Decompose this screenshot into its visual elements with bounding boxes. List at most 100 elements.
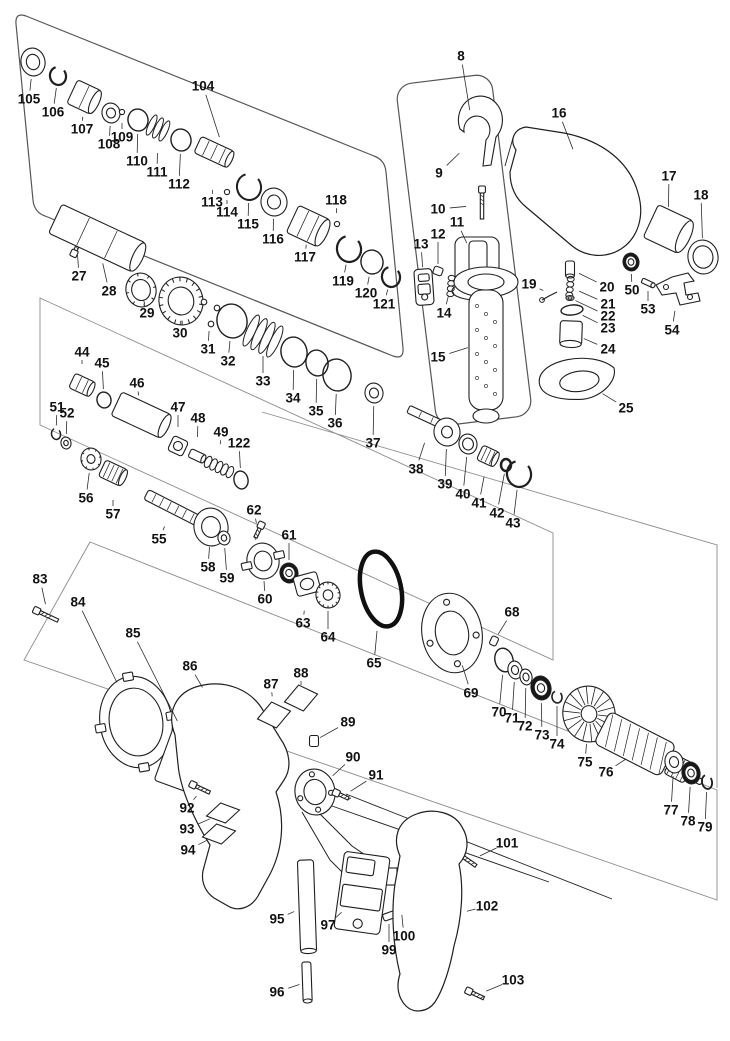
part-label-14: 14 bbox=[436, 306, 452, 321]
part-glyph-39 bbox=[433, 417, 461, 447]
part-glyph-95 bbox=[296, 859, 318, 955]
leader-102 bbox=[466, 908, 476, 912]
leader-75 bbox=[585, 743, 587, 754]
leader-27 bbox=[77, 254, 79, 268]
leader-36 bbox=[334, 393, 337, 415]
part-glyph-111 bbox=[145, 114, 171, 142]
part-glyph-106 bbox=[48, 65, 68, 87]
part-glyph-18 bbox=[687, 239, 719, 275]
part-label-92: 92 bbox=[179, 801, 194, 816]
leader-20 bbox=[578, 273, 597, 283]
part-glyph-51 bbox=[50, 427, 62, 441]
leader-38 bbox=[418, 442, 425, 461]
part-label-76: 76 bbox=[598, 765, 614, 780]
part-label-106: 106 bbox=[42, 105, 65, 120]
part-label-107: 107 bbox=[71, 122, 94, 137]
part-label-35: 35 bbox=[308, 404, 324, 419]
part-glyph-29 bbox=[125, 272, 157, 308]
part-glyph-120 bbox=[360, 249, 384, 275]
part-glyph-14 bbox=[446, 274, 456, 298]
leader-11 bbox=[460, 230, 468, 244]
leader-93 bbox=[197, 818, 211, 825]
part-glyph-83 bbox=[32, 606, 60, 623]
part-label-77: 77 bbox=[663, 803, 678, 818]
part-label-27: 27 bbox=[71, 269, 86, 284]
part-label-42: 42 bbox=[489, 506, 504, 521]
part-label-70: 70 bbox=[491, 705, 506, 720]
part-glyph-35 bbox=[305, 349, 329, 377]
leader-79 bbox=[704, 791, 707, 819]
part-label-69: 69 bbox=[463, 686, 478, 701]
part-glyph-43 bbox=[505, 459, 533, 489]
part-glyph-69 bbox=[421, 592, 483, 674]
part-glyph-109 bbox=[118, 108, 126, 116]
diagram-detail-15 bbox=[345, 793, 613, 900]
leader-32 bbox=[228, 340, 231, 353]
part-label-113: 113 bbox=[201, 195, 223, 210]
part-label-38: 38 bbox=[408, 462, 424, 477]
part-label-50: 50 bbox=[624, 283, 639, 298]
part-glyph-13 bbox=[413, 268, 435, 306]
part-label-11: 11 bbox=[450, 215, 465, 230]
part-label-33: 33 bbox=[255, 374, 271, 389]
leader-55 bbox=[162, 526, 165, 531]
leader-60 bbox=[263, 580, 265, 591]
part-label-55: 55 bbox=[151, 532, 167, 547]
part-glyph-105 bbox=[20, 47, 46, 77]
part-glyph-30 bbox=[158, 276, 204, 326]
part-glyph-20 bbox=[564, 260, 576, 279]
part-label-23: 23 bbox=[600, 321, 616, 336]
leader-95 bbox=[287, 911, 295, 915]
part-labels: 1051061071081091101111121131141151161171… bbox=[18, 49, 713, 1000]
part-label-24: 24 bbox=[600, 342, 616, 357]
part-label-91: 91 bbox=[368, 768, 384, 783]
part-glyph-87 bbox=[256, 701, 292, 729]
leader-65 bbox=[374, 630, 378, 655]
part-glyph-96 bbox=[301, 961, 313, 1004]
part-glyph-12 bbox=[432, 265, 444, 277]
part-glyph-70 bbox=[494, 647, 514, 673]
part-glyph-118 bbox=[333, 220, 341, 228]
part-glyph-9 bbox=[457, 95, 503, 167]
part-glyph-22 bbox=[565, 294, 575, 302]
part-label-88: 88 bbox=[293, 666, 309, 681]
leader-39 bbox=[444, 448, 447, 476]
part-label-116: 116 bbox=[262, 232, 284, 247]
part-label-9: 9 bbox=[435, 166, 443, 181]
leader-10 bbox=[449, 206, 467, 209]
part-glyph-60 bbox=[240, 542, 286, 580]
part-glyph-68 bbox=[489, 635, 499, 647]
part-label-62: 62 bbox=[246, 503, 261, 518]
part-glyph-37 bbox=[364, 382, 384, 404]
part-glyph-25 bbox=[538, 357, 615, 400]
part-label-104: 104 bbox=[192, 79, 215, 94]
part-label-115: 115 bbox=[237, 217, 259, 232]
part-label-59: 59 bbox=[219, 571, 234, 586]
part-glyph-21 bbox=[565, 275, 575, 299]
part-label-16: 16 bbox=[551, 106, 567, 121]
part-label-112: 112 bbox=[168, 177, 190, 192]
part-glyph-10 bbox=[478, 185, 486, 220]
leader-28 bbox=[102, 263, 108, 283]
leader-21 bbox=[578, 290, 598, 300]
part-label-30: 30 bbox=[172, 326, 187, 341]
part-glyph-116 bbox=[260, 187, 288, 217]
part-glyph-64 bbox=[315, 581, 341, 609]
leader-120 bbox=[367, 276, 370, 285]
part-glyph-23 bbox=[560, 304, 584, 316]
part-label-93: 93 bbox=[179, 822, 195, 837]
part-glyph-65 bbox=[357, 549, 405, 629]
part-label-84: 84 bbox=[70, 595, 86, 610]
part-glyph-19 bbox=[539, 291, 558, 303]
leader-13 bbox=[421, 252, 424, 268]
part-label-105: 105 bbox=[18, 92, 41, 107]
part-label-122: 122 bbox=[228, 436, 251, 451]
leader-42 bbox=[498, 473, 505, 505]
part-label-46: 46 bbox=[129, 376, 145, 391]
part-label-73: 73 bbox=[534, 728, 550, 743]
leader-101 bbox=[479, 847, 497, 857]
part-glyph-24 bbox=[559, 320, 583, 349]
part-glyph-47 bbox=[167, 435, 189, 457]
leader-108 bbox=[109, 125, 111, 136]
